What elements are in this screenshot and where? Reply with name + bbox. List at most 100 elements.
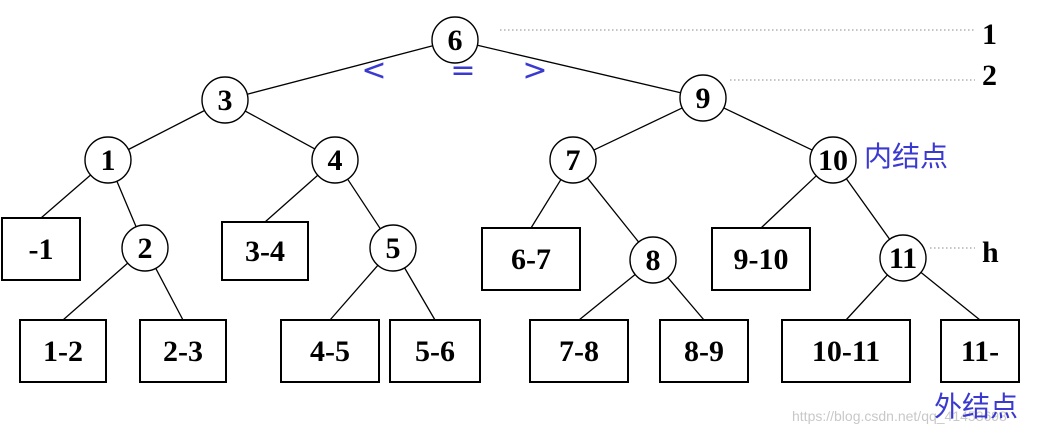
external-node-box <box>781 319 911 383</box>
internal-node-n10: 10 <box>809 136 857 184</box>
tree-edge-n3-n4 <box>244 110 316 150</box>
external-node-e_3_4: 3-4 <box>221 221 309 281</box>
external-node-box <box>529 319 629 383</box>
external-node-box <box>19 319 107 383</box>
tree-edge-n7-n8 <box>586 177 640 243</box>
internal-node-annotation: 内结点 <box>864 140 948 173</box>
tree-edge-n5-e_4_5 <box>329 264 379 321</box>
internal-node-label: 2 <box>138 232 153 265</box>
internal-node-n1: 1 <box>84 136 132 184</box>
internal-node-label: 9 <box>696 82 711 115</box>
internal-node-circle <box>879 234 927 282</box>
external-node-label: 8-9 <box>684 335 724 368</box>
internal-node-n8: 8 <box>629 236 677 284</box>
external-node-label: 3-4 <box>245 235 285 268</box>
external-node-e_11: 11- <box>940 319 1020 383</box>
tree-edge-n9-n10 <box>723 107 813 151</box>
external-node-e_2_3: 2-3 <box>139 319 227 383</box>
internal-node-circle <box>84 136 132 184</box>
internal-node-label: 1 <box>101 144 116 177</box>
tree-edge-n4-e_3_4 <box>264 174 319 223</box>
external-node-label: 11- <box>961 335 999 368</box>
watermark-text: https://blog.csdn.net/qq_41453698 <box>792 408 1007 424</box>
internal-node-n2: 2 <box>121 224 169 272</box>
internal-node-label: 11 <box>889 242 917 275</box>
tree-edge-n6-n9 <box>477 44 681 94</box>
external-node-box <box>481 227 581 291</box>
level-1-label: 1 <box>982 18 997 51</box>
external-node-box <box>139 319 227 383</box>
less-than-symbol: < <box>361 53 386 88</box>
internal-node-label: 7 <box>566 144 581 177</box>
tree-edge-n11-e_11 <box>920 271 981 321</box>
external-node-label: 4-5 <box>310 335 350 368</box>
external-node-box <box>711 227 811 291</box>
tree-edge-n11-e_10_11 <box>845 274 888 321</box>
internal-node-circle <box>201 76 249 124</box>
internal-node-circle <box>431 16 479 64</box>
tree-edge-n6-n3 <box>247 45 433 95</box>
internal-node-circle <box>809 136 857 184</box>
external-node-label: 6-7 <box>511 243 551 276</box>
internal-node-n6: 6 <box>431 16 479 64</box>
external-node-label: 10-11 <box>812 335 880 368</box>
external-node-label: 9-10 <box>734 243 789 276</box>
external-node-e_1_2: 1-2 <box>19 319 107 383</box>
tree-edge-n1-n2 <box>116 180 137 228</box>
internal-node-n11: 11 <box>879 234 927 282</box>
external-node-label: -1 <box>29 233 54 266</box>
tree-edge-n10-n11 <box>845 178 891 240</box>
internal-node-n9: 9 <box>679 74 727 122</box>
external-node-box <box>389 319 481 383</box>
tree-edge-n9-n7 <box>593 107 683 151</box>
tree-edge-n5-e_5_6 <box>404 267 436 321</box>
external-node-box <box>1 217 81 281</box>
internal-node-n3: 3 <box>201 76 249 124</box>
external-node-label: 1-2 <box>43 335 83 368</box>
tree-edges <box>40 44 981 321</box>
tree-edge-n2-e_2_3 <box>155 268 184 321</box>
greater-than-symbol: > <box>522 53 547 88</box>
internal-node-n7: 7 <box>549 136 597 184</box>
external-node-box <box>280 319 380 383</box>
external-node-e_m1: -1 <box>1 217 81 281</box>
tree-edge-n7-e_6_7 <box>530 179 562 229</box>
tree-edge-n3-n1 <box>128 109 205 151</box>
external-node-e_10_11: 10-11 <box>781 319 911 383</box>
external-node-label: 2-3 <box>163 335 203 368</box>
equal-symbol: = <box>450 53 475 88</box>
tree-edge-n2-e_1_2 <box>62 262 129 321</box>
external-node-e_4_5: 4-5 <box>280 319 380 383</box>
external-node-box <box>659 319 749 383</box>
internal-node-circle <box>629 236 677 284</box>
tree-edge-n8-e_8_9 <box>667 277 705 321</box>
external-node-box <box>221 221 309 281</box>
external-node-e_6_7: 6-7 <box>481 227 581 291</box>
internal-node-label: 10 <box>818 144 848 177</box>
tree-edge-n8-e_7_8 <box>578 273 636 321</box>
external-node-e_7_8: 7-8 <box>529 319 629 383</box>
internal-node-circle <box>679 74 727 122</box>
internal-node-circle <box>549 136 597 184</box>
external-node-label: 7-8 <box>559 335 599 368</box>
external-node-label: 5-6 <box>415 335 455 368</box>
external-node-annotation: 外结点 <box>934 390 1018 423</box>
level-h-label: h <box>982 236 999 269</box>
external-node-box <box>940 319 1020 383</box>
internal-node-n4: 4 <box>311 136 359 184</box>
internal-node-n5: 5 <box>369 224 417 272</box>
internal-node-label: 5 <box>386 232 401 265</box>
internal-node-circle <box>311 136 359 184</box>
internal-node-label: 8 <box>646 244 661 277</box>
internal-node-circle <box>369 224 417 272</box>
external-node-e_8_9: 8-9 <box>659 319 749 383</box>
tree-edge-n4-n5 <box>347 178 381 230</box>
tree-edge-n10-e_9_10 <box>760 175 817 229</box>
external-node-e_5_6: 5-6 <box>389 319 481 383</box>
internal-node-label: 3 <box>218 84 233 117</box>
internal-node-circle <box>121 224 169 272</box>
tree-edge-n1-e_m1 <box>40 174 92 219</box>
level-2-label: 2 <box>982 59 997 92</box>
